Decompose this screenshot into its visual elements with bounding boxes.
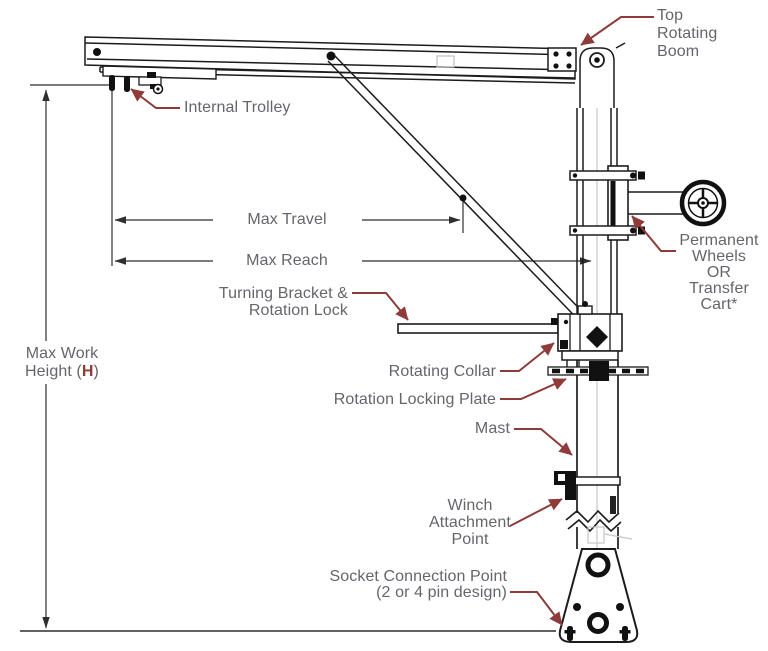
leader-rotation-locking-plate [500, 378, 567, 400]
label-max-reach: Max Reach [246, 252, 328, 269]
brace-bolt [459, 194, 467, 202]
handwheel [679, 179, 727, 227]
leader-turning-bracket [352, 292, 409, 321]
label-line: (2 or 4 pin design) [376, 584, 507, 601]
dimension-lines [20, 84, 592, 632]
label-line: Winch [447, 497, 493, 514]
label-top-rotating-boom: Top Rotating Boom [657, 7, 717, 61]
label-winch-attachment-point: Winch Attachment Point [400, 497, 540, 548]
socket-base-drawing [558, 526, 639, 643]
leader-socket-connection [510, 591, 563, 626]
leader-internal-trolley [130, 88, 180, 109]
label-line: OR [706, 264, 732, 281]
mast-break-symbol [565, 509, 622, 533]
transfer-cart-bracket [569, 165, 684, 241]
leader-permanent-wheels [631, 215, 676, 252]
label-max-work-height: Max Work Height (H) [6, 345, 118, 381]
leader-rotating-collar [500, 342, 555, 372]
label-line: Attachment [429, 514, 511, 531]
label-line: Point [451, 531, 489, 548]
label-line: Boom [657, 43, 700, 60]
height-symbol: H [81, 363, 94, 380]
label-line: Height (H) [6, 363, 118, 381]
label-rotation-locking-plate: Rotation Locking Plate [333, 391, 496, 408]
label-internal-trolley: Internal Trolley [184, 99, 291, 116]
leader-winch-attachment [509, 498, 563, 527]
label-line: Socket Connection Point [329, 568, 507, 585]
label-rotating-collar: Rotating Collar [388, 363, 496, 380]
label-line: Permanent [679, 232, 759, 249]
boom-label-plate [436, 55, 455, 68]
label-line: Cart* [700, 296, 738, 313]
rotation-locking-plate-drawing [547, 361, 649, 381]
label-line: Top [657, 7, 684, 24]
mast-drawing [576, 360, 619, 549]
label-line: Turning Bracket & [218, 285, 348, 302]
label-fragment: ) [93, 363, 99, 380]
turning-bracket-drawing [397, 318, 560, 334]
label-line: Max Work [25, 345, 99, 362]
internal-trolley-drawing [102, 65, 217, 95]
leader-mast [514, 428, 573, 456]
label-line: Wheels [692, 248, 746, 265]
mast-upper-pole [576, 42, 626, 318]
label-line: Rotating [657, 25, 718, 42]
boom-end-hole [93, 48, 101, 56]
boom-pivot-bolt-center [594, 57, 600, 63]
label-permanent-wheels: Permanent Wheels OR Transfer Cart* [659, 233, 768, 313]
label-line: Transfer [689, 280, 749, 297]
label-fragment: Height ( [25, 363, 82, 380]
label-max-travel: Max Travel [247, 211, 327, 228]
winch-attachment-drawing [554, 471, 621, 514]
leader-top-rotating-boom [580, 16, 654, 46]
boom-end-plate [547, 47, 577, 72]
label-line: Rotation Lock [248, 302, 348, 319]
leader-arrows [130, 16, 676, 626]
label-socket-connection-point: Socket Connection Point (2 or 4 pin desi… [260, 569, 507, 601]
label-turning-bracket: Turning Bracket & Rotation Lock [160, 285, 348, 319]
rotating-collar-drawing [557, 301, 623, 369]
label-mast: Mast [474, 420, 510, 437]
brace-pivot-bolt [326, 51, 336, 61]
